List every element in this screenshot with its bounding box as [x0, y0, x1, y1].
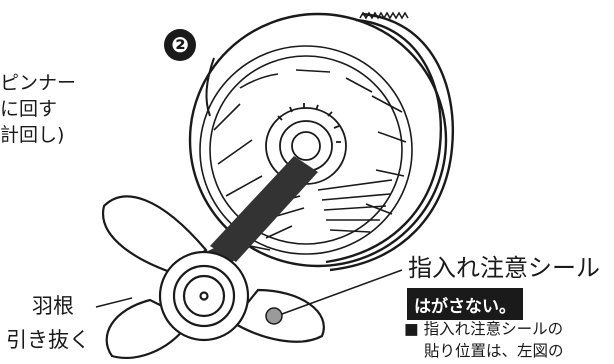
step-number-badge: ❷ — [164, 29, 196, 61]
sticker-note-line1: ■ 指入れ注意シールの — [404, 320, 564, 338]
fan-housing — [188, 11, 454, 272]
warning-sticker-label: 指入れ注意シール — [408, 254, 600, 282]
sticker-note-line2: 貼り位置は、左図の — [424, 342, 564, 360]
blade-leader-line — [95, 297, 133, 308]
warning-sticker-dot — [265, 307, 283, 325]
fan-stand — [205, 57, 215, 117]
spinner-instruction-line2: に回す — [0, 98, 58, 120]
spinner-instruction-line1: ピンナー — [0, 72, 77, 94]
sticker-leader-line — [281, 269, 403, 315]
pull-arrow — [210, 156, 318, 262]
spinner-instruction-line3: 計回し) — [0, 124, 65, 146]
blade-label-line1: 羽根 — [32, 294, 74, 318]
blade-label-line2: 引き抜く — [6, 328, 90, 352]
do-not-remove-badge: はがさない。 — [407, 288, 523, 320]
fan-blade — [101, 195, 325, 359]
